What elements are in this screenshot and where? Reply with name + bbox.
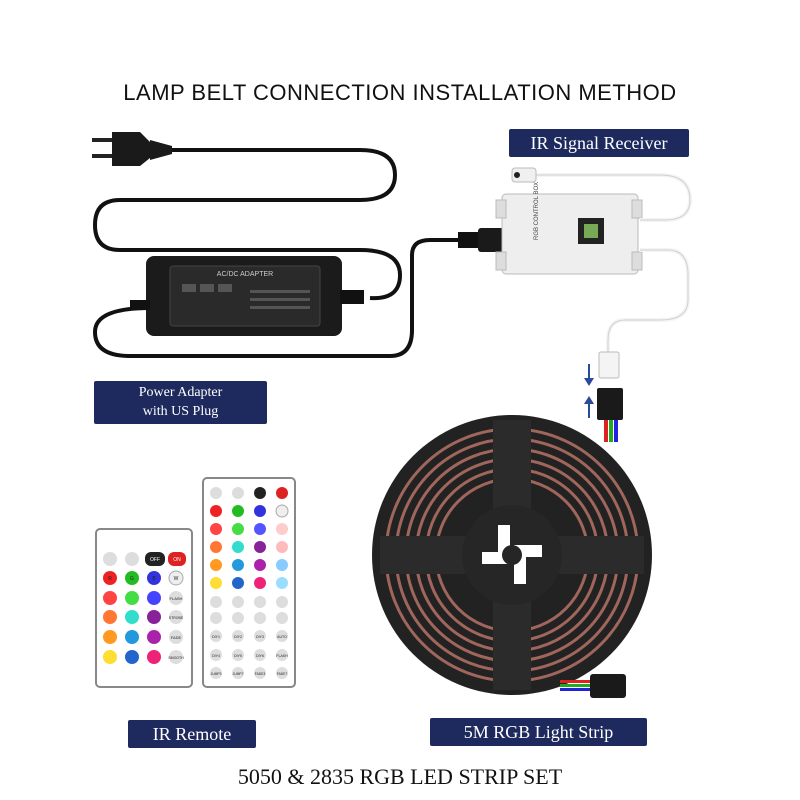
us-plug bbox=[92, 132, 172, 166]
btn-jump3-label: JUMP3 bbox=[211, 672, 222, 676]
power-adapter-label-line2: with US Plug bbox=[142, 404, 219, 419]
adapter-text: AC/DC ADAPTER bbox=[217, 271, 273, 278]
dc-jack bbox=[458, 228, 504, 252]
page-title: LAMP BELT CONNECTION INSTALLATION METHOD bbox=[123, 80, 677, 105]
btn-diy5-label: DIY5 bbox=[234, 654, 242, 658]
small-ir-remote: OFF ON R G B W FLASH STROBE FADE SMOOTH bbox=[95, 528, 193, 688]
btn-strobe-label: STROBE bbox=[169, 616, 184, 620]
btn-fade-label: FADE bbox=[171, 635, 182, 640]
strip-end-connector bbox=[560, 674, 626, 698]
btn-g-label: G bbox=[130, 576, 134, 582]
connect-arrows bbox=[584, 364, 594, 418]
btn-diy3-label: DIY3 bbox=[256, 635, 264, 639]
large-ir-remote: DIY1 DIY2 DIY3 AUTO DIY4 DIY5 DIY6 FLASH… bbox=[202, 477, 296, 688]
btn-flash-label: FLASH bbox=[170, 596, 183, 601]
btn-diy2-label: DIY2 bbox=[234, 635, 242, 639]
btn-smooth-label: SMOOTH bbox=[168, 656, 184, 660]
product-set-caption: 5050 & 2835 RGB LED STRIP SET bbox=[237, 764, 563, 789]
ir-sensor-head bbox=[511, 167, 537, 183]
btn-diy4-label: DIY4 bbox=[212, 654, 220, 658]
btn-w-label: W bbox=[174, 576, 179, 582]
light-strip-label: 5M RGB Light Strip bbox=[430, 718, 647, 746]
power-cable bbox=[92, 148, 403, 301]
btn-flash2-label: FLASH bbox=[276, 654, 288, 658]
power-adapter: AC/DC ADAPTER bbox=[130, 256, 364, 336]
btn-r-label: R bbox=[108, 576, 112, 582]
btn-auto-label: AUTO bbox=[277, 635, 287, 639]
btn-diy6-label: DIY6 bbox=[256, 654, 264, 658]
strip-connector bbox=[597, 351, 623, 442]
power-adapter-label-line1: Power Adapter bbox=[138, 385, 223, 400]
dc-cable bbox=[92, 238, 462, 358]
btn-fade7-label: FADE7 bbox=[277, 672, 288, 676]
power-adapter-label: Power Adapter with US Plug bbox=[94, 381, 267, 424]
ir-receiver-label: IR Signal Receiver bbox=[509, 129, 689, 157]
btn-b-label: B bbox=[152, 576, 156, 582]
btn-jump7-label: JUMP7 bbox=[233, 672, 244, 676]
receiver-text: RGB CONTROL BOX bbox=[534, 182, 540, 240]
ir-receiver-box: RGB CONTROL BOX bbox=[495, 182, 643, 275]
btn-on-label: ON bbox=[173, 557, 181, 563]
ir-remote-label: IR Remote bbox=[128, 720, 256, 748]
btn-fade3-label: FADE3 bbox=[255, 672, 266, 676]
btn-diy1-label: DIY1 bbox=[212, 635, 220, 639]
btn-off-label: OFF bbox=[150, 557, 160, 563]
led-strip-reel bbox=[372, 415, 652, 695]
